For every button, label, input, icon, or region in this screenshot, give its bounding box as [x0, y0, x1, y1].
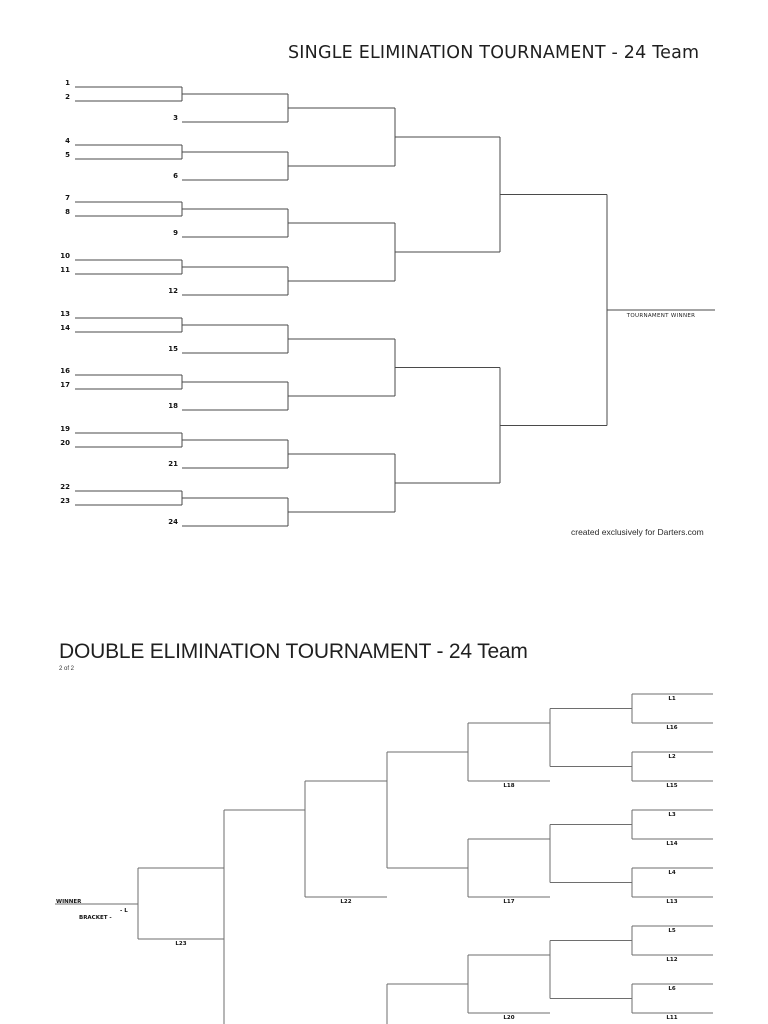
- single-elim-lines: [75, 86, 715, 527]
- loser-slot-l14: L14: [666, 841, 678, 847]
- team-number-5: 5: [65, 151, 70, 159]
- loser-slot-l6: L6: [668, 986, 676, 992]
- loser-slot-l12: L12: [666, 957, 678, 963]
- team-number-16: 16: [60, 367, 70, 375]
- loser-slot-l20: L20: [503, 1015, 515, 1021]
- single-elim-title: SINGLE ELIMINATION TOURNAMENT - 24 Team: [288, 43, 700, 63]
- team-number-11: 11: [60, 266, 70, 274]
- team-number-21: 21: [168, 460, 178, 468]
- team-number-7: 7: [65, 194, 70, 202]
- team-number-2: 2: [65, 93, 70, 101]
- team-number-17: 17: [60, 381, 70, 389]
- loser-slot-l5: L5: [668, 928, 676, 934]
- losers-bracket-bracket-label: BRACKET -: [79, 915, 112, 921]
- loser-slot-l18: L18: [503, 783, 515, 789]
- loser-slot-l11: L11: [666, 1015, 678, 1021]
- credit-text: created exclusively for Darters.com: [571, 527, 704, 537]
- team-number-12: 12: [168, 287, 178, 295]
- loser-slot-l2: L2: [668, 754, 676, 760]
- team-number-23: 23: [60, 497, 70, 505]
- team-number-6: 6: [173, 172, 178, 180]
- team-number-13: 13: [60, 310, 70, 318]
- double-elim-lines: [55, 693, 713, 1024]
- loser-slot-l22: L22: [340, 899, 352, 905]
- team-number-18: 18: [168, 402, 178, 410]
- team-number-14: 14: [60, 324, 70, 332]
- loser-slot-l1: L1: [668, 696, 676, 702]
- team-number-8: 8: [65, 208, 70, 216]
- loser-slot-l3: L3: [668, 812, 676, 818]
- team-number-3: 3: [173, 114, 178, 122]
- page-indicator: 2 of 2: [59, 666, 75, 672]
- tournament-winner-label: TOURNAMENT WINNER: [626, 313, 696, 319]
- loser-slot-l15: L15: [666, 783, 678, 789]
- losers-bracket-winner-label: WINNER: [56, 899, 82, 905]
- loser-slot-l13: L13: [666, 899, 678, 905]
- team-number-20: 20: [60, 439, 70, 447]
- team-number-10: 10: [60, 252, 70, 260]
- double-elim-title: DOUBLE ELIMINATION TOURNAMENT - 24 Team: [59, 640, 528, 663]
- loser-slot-l17: L17: [503, 899, 515, 905]
- loser-slot-l23: L23: [175, 941, 187, 947]
- team-number-4: 4: [65, 137, 70, 145]
- team-number-1: 1: [65, 79, 70, 87]
- losers-bracket-dash-l-label: - L: [120, 908, 128, 914]
- team-number-22: 22: [60, 483, 70, 491]
- team-number-19: 19: [60, 425, 70, 433]
- loser-slot-l16: L16: [666, 725, 678, 731]
- team-number-24: 24: [168, 518, 178, 526]
- team-number-9: 9: [173, 229, 178, 237]
- team-number-15: 15: [168, 345, 178, 353]
- loser-slot-l4: L4: [668, 870, 676, 876]
